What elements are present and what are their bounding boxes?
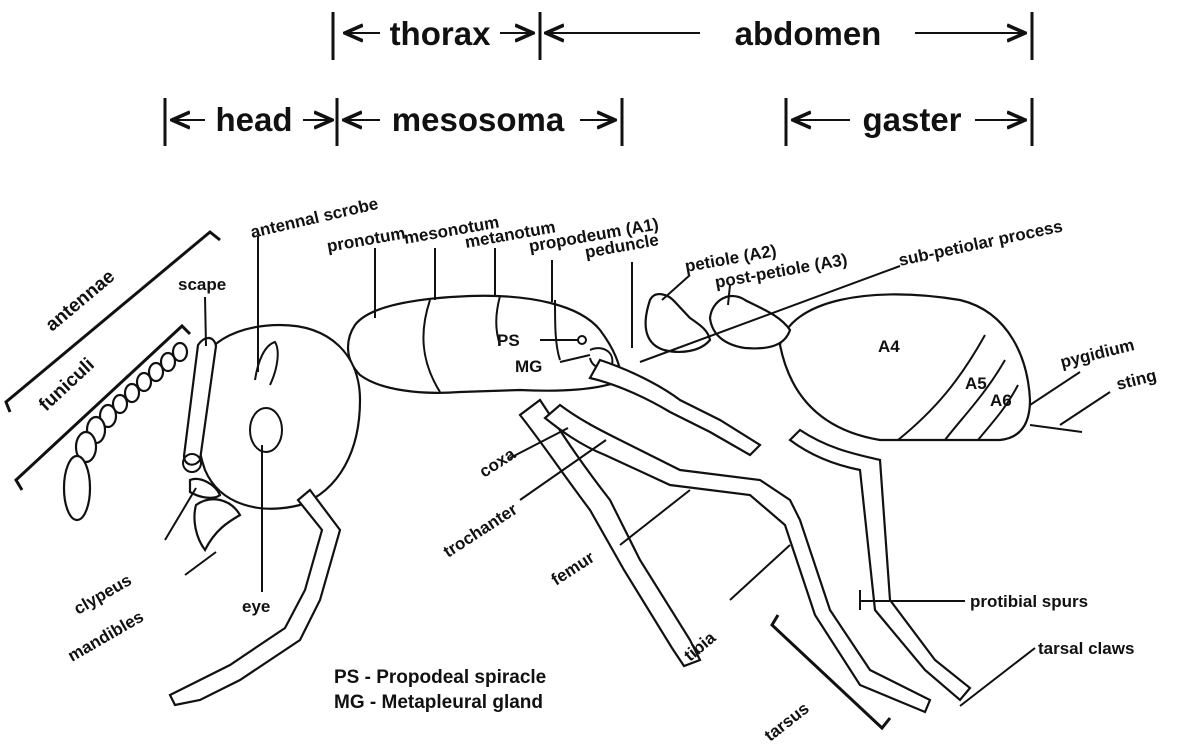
label-protibial-spurs: protibial spurs (970, 592, 1088, 611)
region-abdomen: abdomen (735, 15, 882, 52)
ant-body (64, 294, 1082, 712)
label-antennae: antennae (42, 266, 119, 336)
label-a4: A4 (878, 337, 900, 356)
legend-mg: MG - Metapleural gland (334, 692, 543, 713)
label-mg: MG (515, 357, 542, 376)
label-pygidium: pygidium (1058, 335, 1136, 372)
label-scape: scape (178, 275, 226, 294)
label-sting: sting (1114, 366, 1158, 394)
label-pronotum: pronotum (325, 223, 406, 255)
label-femur: femur (548, 547, 598, 589)
label-trochanter: trochanter (440, 499, 521, 561)
label-a5: A5 (965, 374, 987, 393)
label-tarsal-claws: tarsal claws (1038, 639, 1134, 658)
region-thorax: thorax (390, 15, 492, 52)
label-ps: PS (497, 331, 520, 350)
region-head: head (215, 101, 292, 138)
label-eye: eye (242, 597, 270, 616)
label-clypeus: clypeus (71, 570, 135, 618)
label-funiculi: funiculi (35, 354, 99, 415)
label-mandibles: mandibles (65, 607, 147, 666)
label-coxa: coxa (476, 444, 519, 481)
label-tarsus: tarsus (761, 699, 813, 745)
region-gaster: gaster (862, 101, 961, 138)
label-sub-petiolar-process: sub-petiolar process (897, 217, 1065, 270)
region-mesosoma: mesosoma (392, 101, 565, 138)
label-a6: A6 (990, 391, 1012, 410)
legend-ps: PS - Propodeal spiracle (334, 667, 546, 688)
